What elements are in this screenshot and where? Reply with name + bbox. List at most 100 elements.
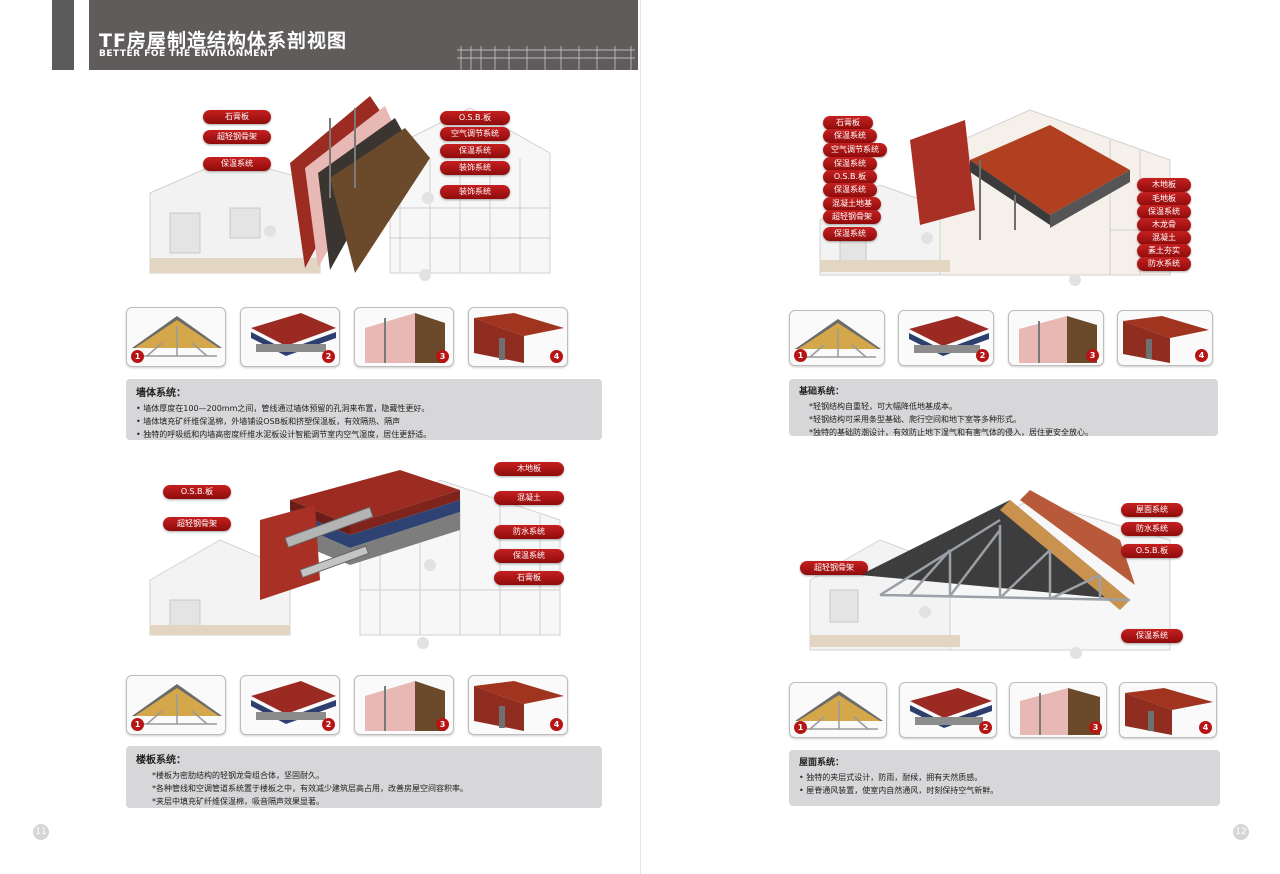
floor-label-insulation: 保温系统 (494, 549, 564, 563)
foundation-info-line: *轻钢结构自重轻，可大幅降低地基成本。 (809, 402, 957, 411)
found-label-0: 石膏板 (823, 116, 873, 130)
floor-info-line: *楼板为密肋结构的轻钢龙骨组合体，坚固耐久。 (152, 771, 324, 780)
floor-label-steel-frame: 超轻钢骨架 (163, 517, 231, 531)
thumbnail-wall[interactable]: 3 (1008, 310, 1104, 366)
thumbnail-wall[interactable]: 3 (1009, 682, 1107, 738)
roof-info-title: 屋面系统： (799, 758, 845, 768)
foundation-info-line: *独特的基础防潮设计，有效防止地下湿气和有害气体的侵入，居住更安全放心。 (809, 428, 1093, 437)
wall-label-gypsum: 石膏板 (203, 110, 271, 124)
thumbnail-foundation[interactable]: 4 (1119, 682, 1217, 738)
thumb-number: 3 (436, 350, 449, 363)
found-label-r2: 保温系统 (1137, 205, 1191, 219)
floor-label-wood: 木地板 (494, 462, 564, 476)
thumbnail-foundation[interactable]: 4 (468, 675, 568, 735)
foundation-info-title: 基础系统： (799, 387, 845, 397)
page-title: TF房屋制造结构体系剖视图 (99, 30, 347, 52)
roof-label-steel-frame: 超轻钢骨架 (800, 561, 868, 575)
floor-label-concrete: 混凝土 (494, 491, 564, 505)
thumbnail-roof[interactable]: 1 (789, 682, 887, 738)
found-label-7: 超轻钢骨架 (823, 210, 881, 224)
thumb-number: 4 (550, 350, 563, 363)
thumbnail-floor[interactable]: 2 (899, 682, 997, 738)
found-label-6: 混凝土地基 (823, 197, 881, 211)
roof-system-info: 屋面系统： • 独特的夹层式设计，防雨，耐候，拥有天然质感。 • 屋脊通风装置，… (789, 750, 1220, 806)
found-label-3: 保温系统 (823, 157, 877, 171)
header-strip (52, 0, 74, 70)
header-grid-decoration (457, 46, 635, 70)
thumbnail-floor[interactable]: 2 (898, 310, 994, 366)
thumbnail-roof[interactable]: 1 (789, 310, 885, 366)
foundation-cutaway-illustration (819, 109, 1190, 286)
thumbnail-foundation[interactable]: 4 (468, 307, 568, 367)
floor-label-osb: O.S.B.板 (163, 485, 231, 499)
thumb-number: 1 (794, 349, 807, 362)
thumb-number: 3 (1089, 721, 1102, 734)
wall-info-line: • 独特的呼吸纸和内墙高密度纤维水泥板设计智能调节室内空气湿度，居住更舒适。 (136, 430, 432, 439)
found-label-5: 保温系统 (823, 183, 877, 197)
thumb-number: 2 (322, 350, 335, 363)
found-label-r0: 木地板 (1137, 178, 1191, 192)
found-label-r1: 毛地板 (1137, 192, 1191, 206)
page-subtitle: BETTER FOE THE ENVIRONMENT (99, 49, 275, 59)
found-label-r5: 素土夯实 (1137, 244, 1191, 258)
thumb-number: 1 (794, 721, 807, 734)
found-label-r4: 混凝土 (1137, 231, 1191, 245)
wall-info-line: • 墙体填充矿纤维保温棉，外墙铺设OSB板和挤塑保温板，有效隔热、隔声 (136, 417, 401, 426)
roof-section-scene (800, 480, 1190, 670)
foundation-section-scene (810, 100, 1210, 295)
found-label-1: 保温系统 (823, 129, 877, 143)
floor-section-scene (140, 460, 570, 660)
floor-label-gypsum: 石膏板 (494, 571, 564, 585)
thumbnail-roof[interactable]: 1 (126, 675, 226, 735)
roof-label-insulation: 保温系统 (1121, 629, 1183, 643)
thumb-number: 1 (131, 718, 144, 731)
page-number-left: 11 (33, 824, 49, 840)
floor-label-waterproof: 防水系统 (494, 525, 564, 539)
floor-info-title: 楼板系统： (136, 755, 186, 766)
wall-label-air: 空气调节系统 (440, 127, 510, 141)
thumb-number: 2 (976, 349, 989, 362)
wall-label-decor-2: 装饰系统 (440, 185, 510, 199)
page-number-right: 12 (1233, 824, 1249, 840)
roof-label-osb: O.S.B.板 (1121, 544, 1183, 558)
roof-info-line: • 独特的夹层式设计，防雨，耐候，拥有天然质感。 (799, 773, 983, 782)
thumbnail-wall[interactable]: 3 (354, 675, 454, 735)
floor-info-line: *夹层中填充矿纤维保温棉，吸音隔声效果显著。 (152, 797, 324, 806)
thumbnail-foundation[interactable]: 4 (1117, 310, 1213, 366)
wall-label-steel-frame: 超轻钢骨架 (203, 130, 271, 144)
floor-system-info: 楼板系统： *楼板为密肋结构的轻钢龙骨组合体，坚固耐久。 *各种管线和空调管道系… (126, 746, 602, 808)
thumb-number: 1 (131, 350, 144, 363)
wall-info-title: 墙体系统： (136, 388, 186, 399)
thumb-number: 3 (436, 718, 449, 731)
wall-label-decor: 装饰系统 (440, 161, 510, 175)
thumbnail-floor[interactable]: 2 (240, 675, 340, 735)
found-label-r6: 防水系统 (1137, 257, 1191, 271)
thumbnail-floor[interactable]: 2 (240, 307, 340, 367)
thumb-number: 4 (1195, 349, 1208, 362)
thumbnail-roof[interactable]: 1 (126, 307, 226, 367)
foundation-system-info: 基础系统： *轻钢结构自重轻，可大幅降低地基成本。 *轻钢结构可采用条型基础、爬… (789, 379, 1218, 437)
header-banner: TF房屋制造结构体系剖视图 BETTER FOE THE ENVIRONMENT (89, 0, 638, 70)
wall-system-info: 墙体系统： • 墙体厚度在100—200mm之间，管线通过墙体预留的孔洞来布置，… (126, 379, 602, 440)
floor-info-line: *各种管线和空调管道系统置于楼板之中，有效减少建筑层高占用，改善房屋空间容积率。 (152, 784, 468, 793)
wall-label-insulation-2: 保温系统 (440, 144, 510, 158)
thumb-number: 2 (322, 718, 335, 731)
found-label-4: O.S.B.板 (823, 170, 877, 184)
thumb-number: 4 (550, 718, 563, 731)
roof-label-roofing: 屋面系统 (1121, 503, 1183, 517)
thumb-number: 3 (1086, 349, 1099, 362)
roof-info-line: • 屋脊通风装置，使室内自然通风，时刻保持空气新鲜。 (799, 786, 999, 795)
foundation-info-line: *轻钢结构可采用条型基础、爬行空间和地下室等多种形式。 (809, 415, 1021, 424)
roof-cutaway-illustration (809, 490, 1171, 659)
floor-cutaway-illustration (149, 470, 561, 649)
wall-info-line: • 墙体厚度在100—200mm之间，管线通过墙体预留的孔洞来布置，隐藏性更好。 (136, 404, 430, 413)
found-label-r3: 木龙骨 (1137, 218, 1191, 232)
found-label-8: 保温系统 (823, 227, 877, 241)
wall-label-osb: O.S.B.板 (440, 111, 510, 125)
wall-label-insulation: 保温系统 (203, 157, 271, 171)
thumb-number: 2 (979, 721, 992, 734)
found-label-2: 空气调节系统 (823, 143, 887, 157)
roof-label-waterproof: 防水系统 (1121, 522, 1183, 536)
thumb-number: 4 (1199, 721, 1212, 734)
thumbnail-wall[interactable]: 3 (354, 307, 454, 367)
